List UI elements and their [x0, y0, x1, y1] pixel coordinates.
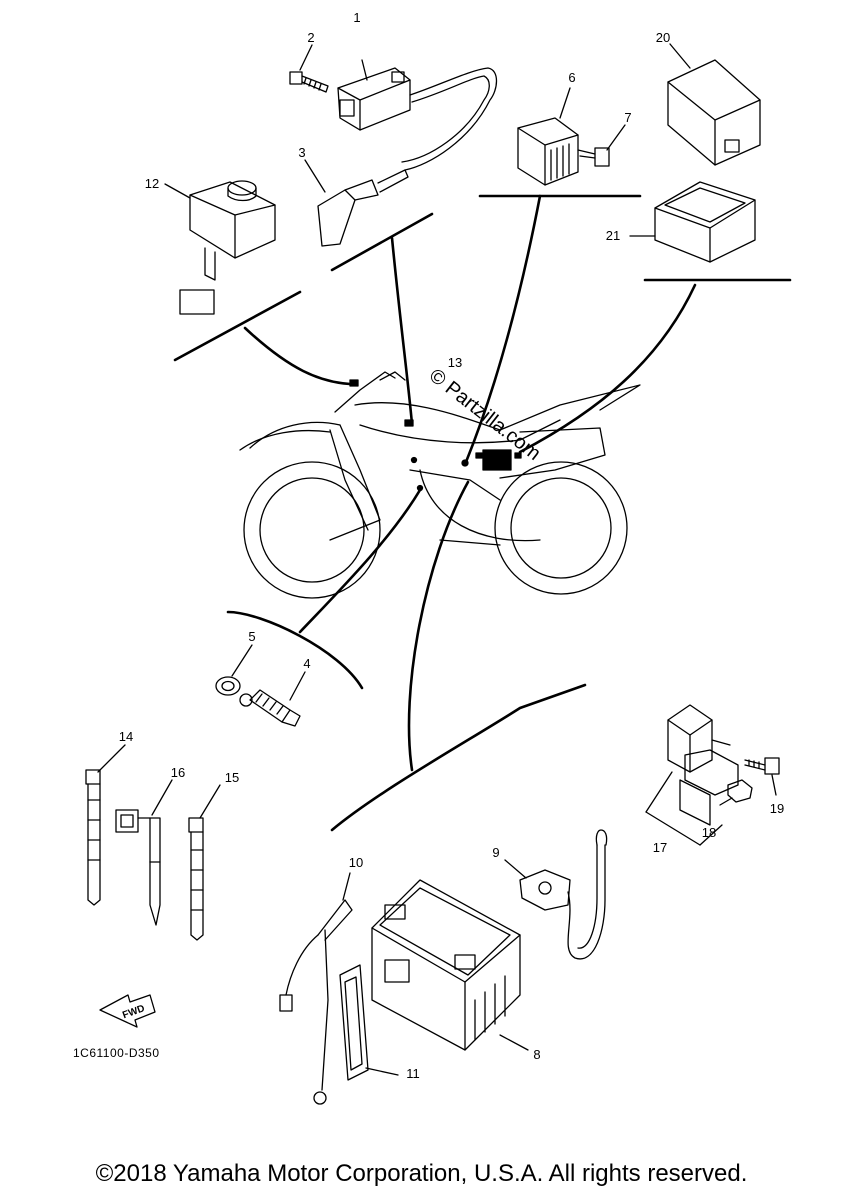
cable-tie-15: [188, 784, 221, 941]
lead-16: [115, 779, 173, 926]
cable-tie-14: [85, 744, 126, 906]
bolt-2: [289, 44, 329, 93]
callout-14: 14: [119, 729, 133, 744]
callout-19: 19: [770, 801, 784, 816]
bolt-19: [744, 757, 780, 796]
callout-13: 13: [448, 355, 462, 370]
diagram-code: 1C61100-D350: [73, 1046, 160, 1060]
battery-8: [371, 879, 529, 1051]
fwd-arrow-icon: [99, 994, 156, 1028]
copyright-footer: ©2018 Yamaha Motor Corporation, U.S.A. A…: [95, 1160, 748, 1187]
callout-11: 11: [406, 1066, 420, 1081]
callout-10: 10: [349, 855, 363, 870]
callout-8: 8: [533, 1047, 540, 1062]
relay-6: [517, 87, 579, 186]
callout-labels: 1 2 3 4 5 6 7 8 9 10 11 12 13 14 15 16 1…: [73, 10, 784, 1081]
callout-12: 12: [145, 176, 159, 191]
callout-15: 15: [225, 770, 239, 785]
callout-18: 18: [702, 825, 716, 840]
callout-17: 17: [653, 840, 667, 855]
gasket-5: [215, 644, 253, 696]
spark-plug-cap: [304, 159, 409, 247]
motorcycle-outline: [239, 371, 641, 599]
lead-9: [504, 829, 608, 960]
leader-lines: [173, 194, 792, 832]
ignition-coil: [337, 59, 498, 171]
holder-21: [629, 181, 756, 263]
battery-band-11: [339, 964, 399, 1081]
callout-20: 20: [656, 30, 670, 45]
wire-lead-10: [279, 872, 353, 1105]
callout-21: 21: [606, 228, 620, 243]
callout-6: 6: [568, 70, 575, 85]
cdi-unit-20: [667, 43, 761, 166]
regulator-12: [164, 180, 276, 315]
callout-9: 9: [492, 845, 499, 860]
callout-7: 7: [624, 110, 631, 125]
fuse-18: [719, 779, 753, 806]
callout-3: 3: [298, 145, 305, 160]
callout-4: 4: [303, 656, 310, 671]
bolt-7: [577, 124, 626, 167]
callout-2: 2: [307, 30, 314, 45]
starter-relay-17: [645, 704, 739, 846]
callout-16: 16: [171, 765, 185, 780]
neutral-switch-4: [239, 671, 306, 727]
callout-1: 1: [353, 10, 360, 25]
fwd-label: FWD: [121, 1003, 146, 1021]
callout-5: 5: [248, 629, 255, 644]
